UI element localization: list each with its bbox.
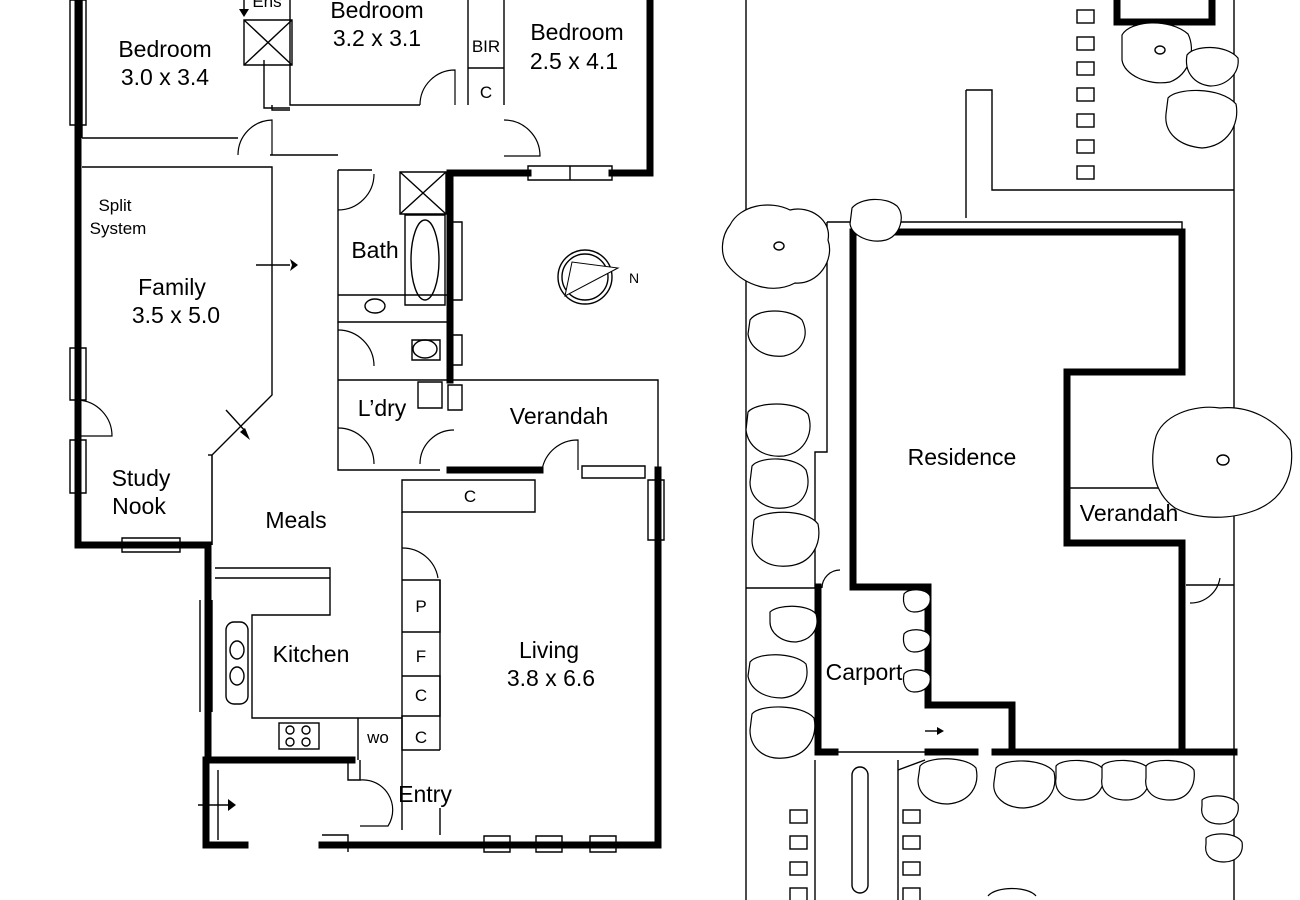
arrow-head-icon bbox=[240, 428, 250, 440]
arrow-head-icon bbox=[290, 259, 298, 271]
room-study-name-line1: Study bbox=[112, 465, 171, 491]
room-bedroom-right-size: 2.5 x 4.1 bbox=[530, 48, 618, 74]
room-entry-label: Entry bbox=[398, 781, 452, 807]
exterior-walls bbox=[74, 0, 662, 849]
verandah-cupboard-label: C bbox=[464, 487, 476, 506]
room-verandah-label: Verandah bbox=[510, 403, 608, 429]
room-bedroom-mid-name: Bedroom bbox=[330, 0, 423, 23]
tree-icon bbox=[1152, 406, 1293, 518]
paving-blocks bbox=[789, 9, 1095, 900]
door-swings bbox=[77, 69, 579, 827]
split-system-label-line1: Split bbox=[98, 196, 131, 215]
tree-icon bbox=[849, 198, 902, 242]
room-study-name-line2: Nook bbox=[112, 493, 166, 519]
kitchen-cupboard-label-2: C bbox=[415, 728, 427, 747]
tree-icon bbox=[987, 887, 1037, 897]
tree-icon bbox=[1145, 759, 1195, 801]
arrow-head-icon bbox=[228, 799, 236, 811]
tree-icon bbox=[902, 669, 931, 693]
arrow-head-icon bbox=[937, 727, 944, 735]
tree-icon bbox=[751, 511, 820, 567]
room-bedroom-mid-size: 3.2 x 3.1 bbox=[333, 25, 421, 51]
trees bbox=[721, 22, 1293, 897]
room-kitchen-label: Kitchen bbox=[273, 641, 350, 667]
room-bath-label: Bath bbox=[351, 237, 398, 263]
tree-icon bbox=[1055, 759, 1105, 801]
tree-icon bbox=[993, 760, 1056, 809]
tree-icon bbox=[747, 654, 808, 699]
tree-icon bbox=[1101, 759, 1151, 801]
tree-icon bbox=[917, 758, 978, 805]
tree-icon bbox=[902, 629, 931, 653]
room-bedroom-left-name: Bedroom bbox=[118, 36, 211, 62]
wall-oven-label: wo bbox=[366, 728, 389, 747]
room-living-name: Living bbox=[519, 637, 579, 663]
compass-icon: N bbox=[557, 249, 639, 305]
site-carport-label: Carport bbox=[826, 659, 903, 685]
tree-icon bbox=[1201, 795, 1239, 825]
kitchen-cupboard-label-1: C bbox=[415, 686, 427, 705]
robe-cupboard-label: C bbox=[480, 83, 492, 102]
arrow-head-icon bbox=[239, 9, 249, 17]
pantry-label: P bbox=[415, 597, 426, 616]
entry-arrows bbox=[198, 0, 298, 811]
site-verandah-label: Verandah bbox=[1080, 500, 1178, 526]
split-system-label-line2: System bbox=[90, 219, 147, 238]
room-bedroom-right-name: Bedroom bbox=[530, 19, 623, 45]
tree-icon bbox=[1165, 89, 1238, 149]
interior-walls bbox=[69, 0, 665, 853]
tree-icon bbox=[749, 706, 816, 759]
compass-north-label: N bbox=[629, 270, 639, 286]
floor-plan: N Bedroom 3.0 x 3.4 Bedroom 3.2 x 3.1 Be… bbox=[69, 0, 665, 853]
fridge-label: F bbox=[416, 647, 426, 666]
tree-icon bbox=[902, 589, 931, 613]
room-bedroom-left-size: 3.0 x 3.4 bbox=[121, 64, 209, 90]
room-ensuite-label: Ens bbox=[252, 0, 281, 11]
room-family-name: Family bbox=[138, 274, 206, 300]
tree-icon bbox=[745, 403, 811, 457]
tree-icon bbox=[721, 204, 831, 289]
room-bir-label: BIR bbox=[472, 37, 500, 56]
tree-icon bbox=[769, 605, 818, 643]
tree-icon bbox=[1185, 46, 1239, 87]
tree-icon bbox=[1205, 833, 1243, 863]
room-living-size: 3.8 x 6.6 bbox=[507, 665, 595, 691]
room-family-size: 3.5 x 5.0 bbox=[132, 302, 220, 328]
room-laundry-label: L’dry bbox=[358, 395, 407, 421]
site-plan: Residence Verandah Carport bbox=[721, 0, 1293, 900]
room-meals-label: Meals bbox=[265, 507, 326, 533]
tree-icon bbox=[749, 458, 809, 509]
site-residence-label: Residence bbox=[908, 444, 1017, 470]
tree-icon bbox=[747, 310, 806, 357]
